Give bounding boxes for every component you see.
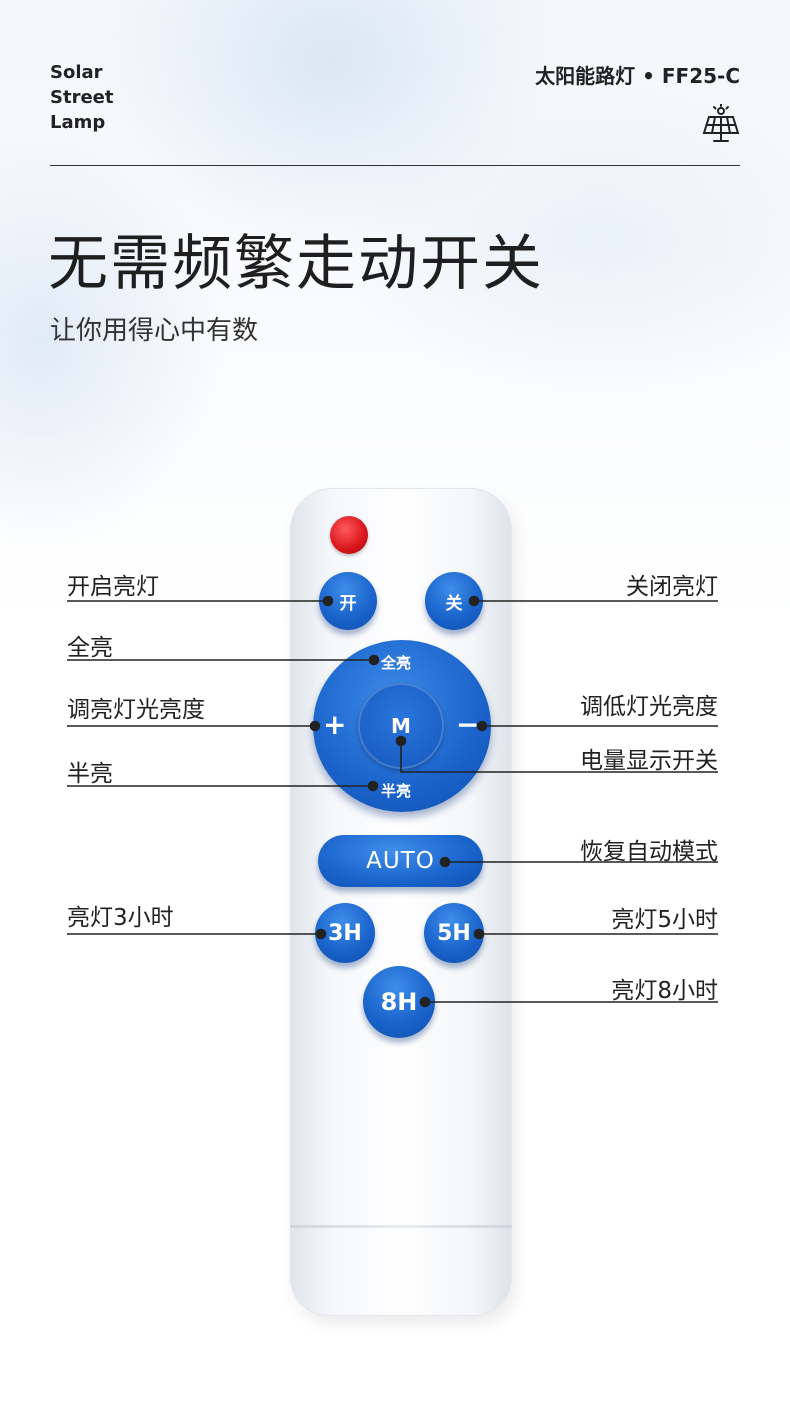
solar-panel-icon: [702, 104, 740, 142]
page-title: 无需频繁走动开关: [48, 229, 544, 299]
timer-5h-button[interactable]: 5H: [424, 903, 484, 963]
label-half-bright: 半亮: [67, 761, 113, 787]
mode-button[interactable]: M: [358, 683, 444, 769]
header-divider: [50, 165, 740, 166]
label-turn-off: 关闭亮灯: [626, 574, 718, 600]
model-label: 太阳能路灯 • FF25-C: [535, 64, 740, 88]
label-5h: 亮灯5小时: [611, 907, 718, 933]
brand-line: Solar: [50, 62, 103, 83]
label-battery-display: 电量显示开关: [580, 748, 718, 774]
timer-3h-button[interactable]: 3H: [315, 903, 375, 963]
battery-cover-seam: [290, 1225, 512, 1228]
page-subtitle: 让你用得心中有数: [50, 316, 259, 346]
brightness-up-button[interactable]: +: [323, 708, 347, 741]
label-turn-on: 开启亮灯: [67, 574, 159, 600]
timer-8h-button[interactable]: 8H: [363, 966, 435, 1038]
label-auto-mode: 恢复自动模式: [580, 839, 718, 865]
label-dimmer: 调低灯光亮度: [580, 694, 718, 720]
full-bright-button[interactable]: 全亮: [381, 654, 412, 672]
brightness-down-button[interactable]: −: [456, 708, 480, 741]
half-bright-button[interactable]: 半亮: [381, 782, 412, 800]
off-button[interactable]: 关: [425, 572, 483, 630]
auto-button[interactable]: AUTO: [318, 835, 483, 887]
indicator-led: [330, 516, 368, 554]
label-full-bright: 全亮: [67, 635, 113, 661]
brand-line: Street: [50, 87, 114, 108]
remote-control-body: [290, 488, 512, 1316]
label-8h: 亮灯8小时: [611, 978, 718, 1004]
brand-line: Lamp: [50, 112, 106, 133]
label-brighter: 调亮灯光亮度: [67, 697, 205, 723]
on-button[interactable]: 开: [319, 572, 377, 630]
label-3h: 亮灯3小时: [67, 905, 174, 931]
brand-english: Solar Street Lamp: [50, 60, 113, 135]
